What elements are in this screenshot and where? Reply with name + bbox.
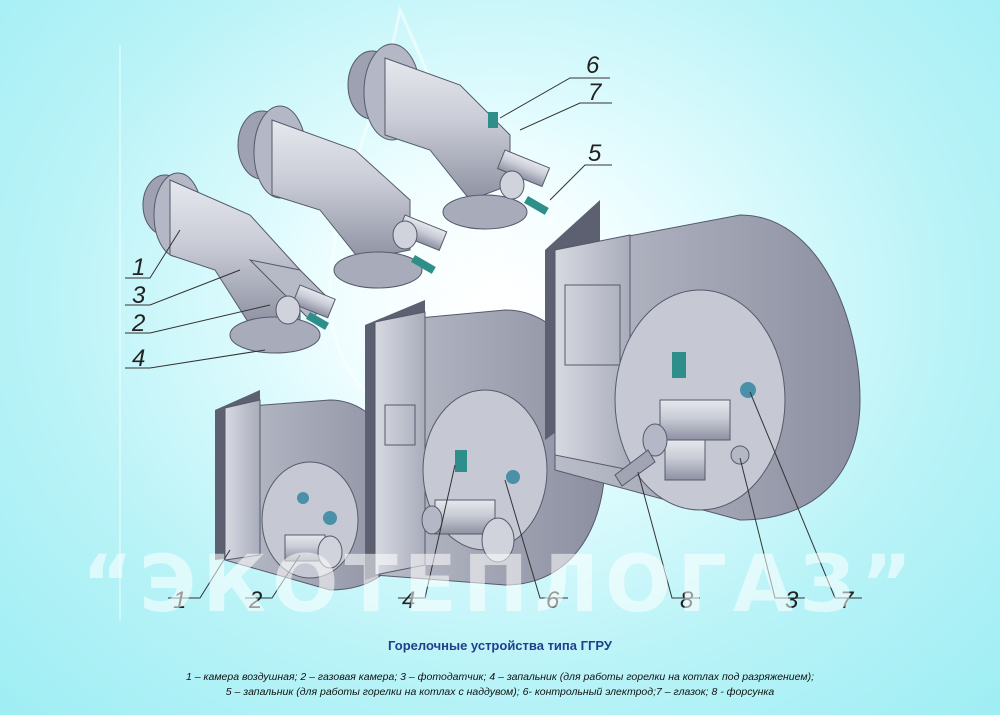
gas-chamber-small: [142, 172, 336, 354]
callouts-bottom: 1 2 4 6 8 3 7: [173, 587, 855, 614]
callout-7-top: 7: [588, 79, 603, 106]
callout-1-left: 1: [132, 254, 145, 281]
callout-5-top: 5: [588, 140, 602, 167]
callouts-top: 6 7 5: [586, 52, 603, 167]
callout-4-left: 4: [132, 345, 145, 372]
callout-2-bottom: 2: [248, 587, 262, 614]
callout-1-bottom: 1: [173, 587, 186, 614]
company-watermark: “ЭКОТЕПЛОГАЗ”: [81, 540, 919, 630]
callout-8-bottom: 8: [680, 587, 694, 614]
callout-6-bottom: 6: [546, 587, 560, 614]
air-chamber-small: [215, 390, 411, 591]
air-chamber-medium: [365, 300, 606, 586]
callout-2-left: 2: [131, 310, 145, 337]
caption-title: Горелочные устройства типа ГГРУ: [388, 638, 612, 653]
legend-line-2: 5 – запальник (для работы горелки на кот…: [225, 686, 775, 698]
legend-line-1: 1 – камера воздушная; 2 – газовая камера…: [186, 671, 814, 683]
leader-lines: [125, 77, 862, 599]
callout-3-left: 3: [132, 282, 146, 309]
gas-chamber-medium: [237, 105, 448, 289]
callout-7-bottom: 7: [840, 587, 855, 614]
callout-3-bottom: 3: [785, 587, 799, 614]
callouts-left: 1 3 2 4: [131, 254, 146, 372]
callout-6-top: 6: [586, 52, 600, 79]
air-chamber-large: [545, 200, 861, 521]
callout-4-bottom: 4: [402, 587, 415, 614]
gas-chamber-large: [347, 43, 551, 230]
